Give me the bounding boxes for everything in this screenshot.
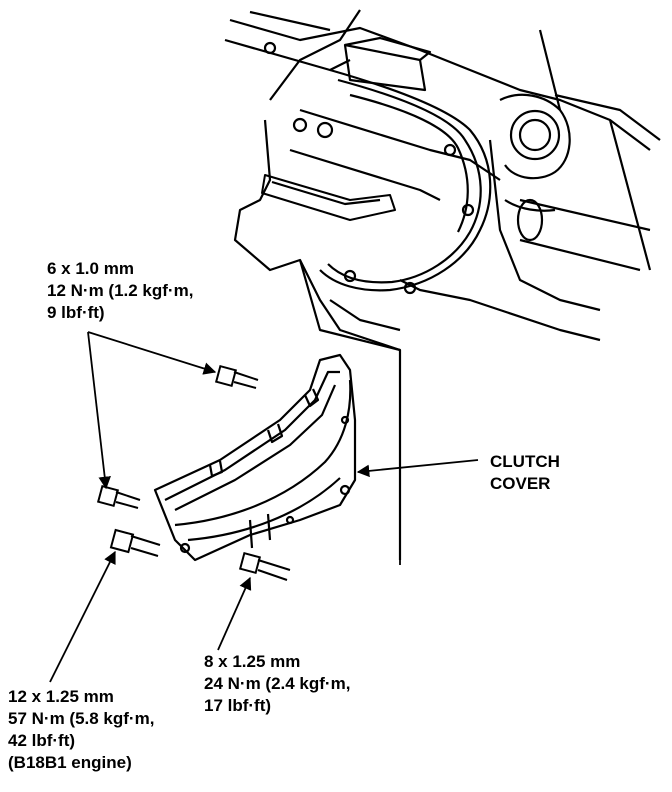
left-bolt-size: 12 x 1.25 mm	[8, 687, 114, 706]
clutch-cover-label: CLUTCH COVER	[490, 451, 560, 495]
bolt-left-upper	[96, 484, 141, 509]
right-bolt-size: 8 x 1.25 mm	[204, 652, 301, 671]
right-bolt-spec: 8 x 1.25 mm 24 N·m (2.4 kgf·m, 17 lbf·ft…	[204, 651, 350, 717]
top-bolt-size: 6 x 1.0 mm	[47, 259, 134, 278]
right-bolt-torque: 24 N·m (2.4 kgf·m,	[204, 674, 351, 693]
bolt-left-lower	[109, 528, 161, 557]
left-bolt-note: (B18B1 engine)	[8, 753, 132, 772]
top-bolt-torque: 12 N·m (1.2 kgf·m,	[47, 281, 194, 300]
clutch-cover-line1: CLUTCH	[490, 452, 560, 471]
clutch-cover-line2: COVER	[490, 474, 551, 493]
bolt-top	[214, 364, 259, 389]
right-bolt-torque-ft: 17 lbf·ft)	[204, 696, 272, 715]
top-bolt-torque-ft: 9 lbf·ft)	[47, 303, 105, 322]
left-bolt-spec: 12 x 1.25 mm 57 N·m (5.8 kgf·m, 42 lbf·f…	[8, 686, 154, 774]
left-bolt-torque: 57 N·m (5.8 kgf·m,	[8, 709, 155, 728]
clutch-cover	[153, 353, 357, 562]
transmission-housing	[224, 9, 661, 560]
bolt-right	[238, 551, 291, 581]
top-bolt-spec: 6 x 1.0 mm 12 N·m (1.2 kgf·m, 9 lbf·ft)	[47, 258, 193, 324]
leader-lines	[49, 331, 479, 683]
left-bolt-torque-ft: 42 lbf·ft)	[8, 731, 76, 750]
